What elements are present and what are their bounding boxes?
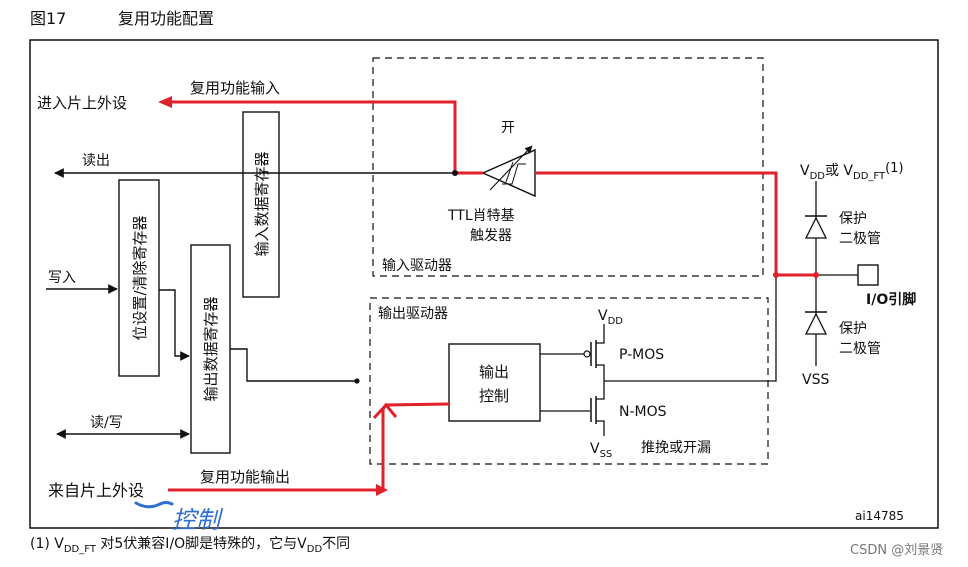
highlight-pin-to-trigger xyxy=(535,171,816,277)
figure-number: 图17 xyxy=(30,9,66,28)
vss-pin-label: VSS xyxy=(802,372,829,388)
io-pin-label: I/O引脚 xyxy=(866,292,916,308)
vss-driver: VSS xyxy=(590,441,612,460)
pmos-drain xyxy=(596,364,605,381)
bit-set-reset-register xyxy=(118,179,160,377)
on-label: 开 xyxy=(501,120,515,136)
driver-output-line xyxy=(604,275,777,382)
read-write-label: 读/写 xyxy=(90,414,123,431)
pmos-source xyxy=(596,324,605,344)
mux-up-arrowhead xyxy=(372,402,398,420)
to-onchip-peripheral-label: 进入片上外设 xyxy=(37,94,127,112)
vdd-driver: VDD xyxy=(598,308,623,327)
handwritten-underline xyxy=(134,501,174,509)
diode-bottom-label-2: 二极管 xyxy=(839,341,881,357)
odr-output-line xyxy=(230,348,357,382)
schmitt-label-1: TTL肖特基 xyxy=(447,207,515,224)
output-control-block xyxy=(448,343,541,422)
protection-diode-bottom xyxy=(804,312,828,335)
handwritten-note: 控制 xyxy=(172,506,224,534)
pin-junction-right xyxy=(813,272,819,278)
diode-top-label-2: 二极管 xyxy=(839,231,881,247)
vdd-supply-label: VDD或 VDD_FT(1) xyxy=(800,161,904,182)
nmos-source xyxy=(596,420,605,436)
highlight-mux-to-control xyxy=(381,402,450,490)
read-out-label: 读出 xyxy=(82,152,110,169)
input-data-register-label: 输入数据寄存器 xyxy=(253,151,271,256)
protection-diode-top xyxy=(804,216,828,239)
pin-junction xyxy=(773,272,779,278)
footnote: (1) VDD_FT 对5伏兼容I/O脚是特殊的，它与VDD不同 xyxy=(30,535,350,555)
highlight-alt-func-input xyxy=(170,100,483,175)
write-in-label: 写入 xyxy=(48,270,76,286)
alt-func-output-label: 复用功能输出 xyxy=(200,468,290,486)
schmitt-label-2: 触发器 xyxy=(470,228,512,244)
input-driver-box xyxy=(372,57,764,277)
output-control-label-1: 输出 xyxy=(479,363,509,381)
diode-bottom-label-1: 保护 xyxy=(839,321,867,337)
bit-set-reset-register-label: 位设置/清除寄存器 xyxy=(131,215,149,340)
pmos-label: P-MOS xyxy=(619,347,664,363)
from-onchip-peripheral-label: 来自片上外设 xyxy=(48,481,144,500)
pmos-gate-bubble xyxy=(583,350,591,358)
io-pin xyxy=(857,264,879,286)
hysteresis-icon xyxy=(502,161,526,185)
input-driver-label: 输入驱动器 xyxy=(382,258,452,274)
output-driver-label: 输出驱动器 xyxy=(378,306,448,322)
csdn-watermark: CSDN @刘景贤 xyxy=(850,543,943,558)
output-control-label-2: 控制 xyxy=(479,387,509,405)
diode-top-label-1: 保护 xyxy=(839,211,867,227)
bsr-to-odr-line xyxy=(159,289,190,361)
mux-node xyxy=(354,378,360,384)
nmos-drain xyxy=(596,381,605,400)
enable-arrow xyxy=(489,145,533,191)
input-data-register xyxy=(242,111,280,298)
nmos-label: N-MOS xyxy=(619,404,667,420)
alt-func-input-label: 复用功能输入 xyxy=(190,79,280,97)
figure-frame xyxy=(29,39,939,529)
output-data-register-label: 输出数据寄存器 xyxy=(202,296,220,401)
figure-title: 复用功能配置 xyxy=(118,9,214,28)
push-pull-open-drain-label: 推挽或开漏 xyxy=(641,440,711,456)
figure-id-code: ai14785 xyxy=(855,509,904,523)
alt-func-input-arrowhead xyxy=(158,96,172,108)
input-junction xyxy=(452,170,458,176)
